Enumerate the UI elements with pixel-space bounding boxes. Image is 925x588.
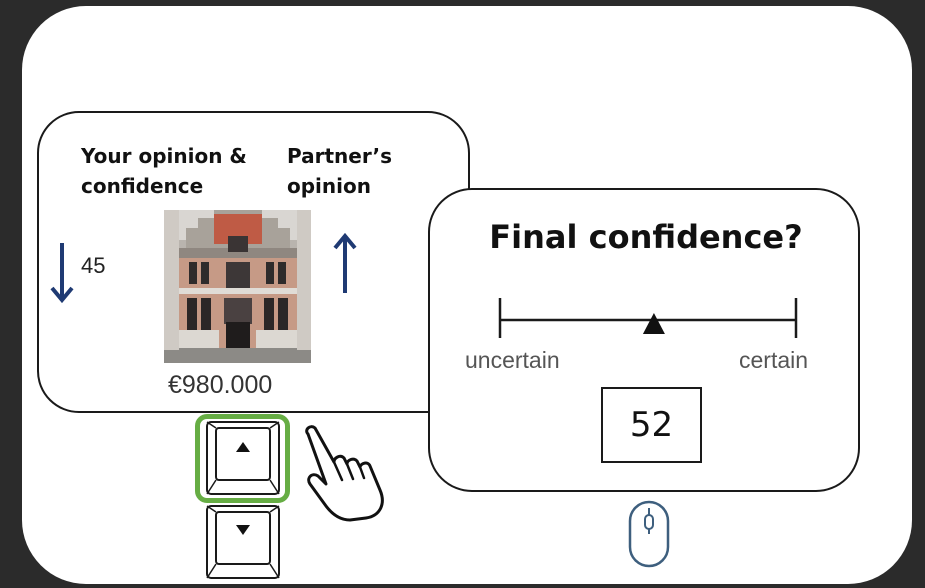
final-confidence-title: Final confidence? (489, 218, 803, 256)
confidence-scale[interactable] (498, 296, 800, 340)
scale-label-uncertain: uncertain (465, 347, 560, 373)
opinion-panel: Your opinion & confidence Partner’s opin… (37, 111, 470, 413)
house-price: €980.000 (168, 371, 273, 399)
partner-opinion-line1: Partner’s (287, 144, 393, 168)
final-confidence-value: 52 (601, 387, 702, 463)
key-highlight (195, 414, 290, 503)
partner-opinion-label: Partner’s opinion (287, 141, 392, 201)
your-opinion-label: Your opinion & confidence (81, 141, 247, 201)
scale-marker[interactable] (642, 313, 665, 334)
scale-label-certain: certain (739, 347, 809, 373)
pointing-hand-icon (305, 425, 384, 522)
your-opinion-line1: Your opinion & (81, 144, 247, 168)
up-arrow-icon (333, 232, 357, 293)
partner-opinion-line2: opinion (287, 174, 371, 198)
down-arrow-key-icon[interactable] (206, 505, 280, 579)
mouse-icon[interactable] (628, 500, 674, 572)
your-opinion-line2: confidence (81, 174, 204, 198)
up-arrow-key-icon[interactable] (206, 421, 280, 495)
confidence-value: 45 (81, 253, 106, 278)
final-confidence-panel: Final confidence? uncertain certain 52 (428, 188, 860, 492)
down-arrow-icon (50, 243, 74, 304)
house-photo (164, 210, 311, 363)
